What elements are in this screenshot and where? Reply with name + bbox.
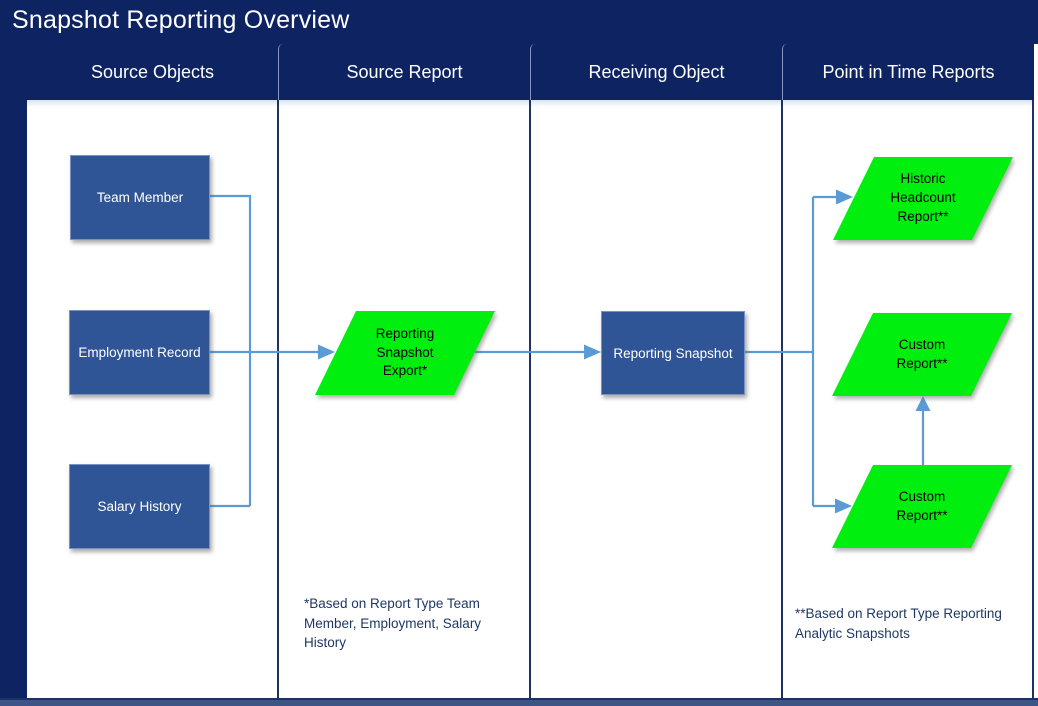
column-header-receiving-object: Receiving Object bbox=[530, 44, 782, 100]
node-label: Historic Headcount Report** bbox=[890, 171, 956, 224]
parallelogram-shape: Historic Headcount Report** bbox=[833, 157, 1013, 240]
title-band: Snapshot Reporting Overview bbox=[0, 0, 1038, 44]
bottom-frame-bar bbox=[0, 698, 1038, 706]
column-divider-1 bbox=[277, 100, 279, 698]
footnote-point-in-time: **Based on Report Type Reporting Analyti… bbox=[795, 606, 1002, 641]
page-title: Snapshot Reporting Overview bbox=[12, 6, 350, 34]
node-team-member: Team Member bbox=[70, 155, 210, 240]
parallelogram-shape: Custom Report** bbox=[832, 465, 1012, 548]
column-header-row: Source Objects Source Report Receiving O… bbox=[27, 44, 1034, 100]
parallelogram-shape: Custom Report** bbox=[832, 313, 1012, 396]
right-frame-border bbox=[1032, 100, 1034, 698]
node-label: Reporting Snapshot Export* bbox=[375, 325, 435, 379]
column-header-source-objects: Source Objects bbox=[90, 61, 215, 82]
node-label: Reporting Snapshot bbox=[613, 345, 733, 361]
node-salary-history: Salary History bbox=[69, 464, 210, 549]
column-header-source-report: Source Report bbox=[278, 44, 530, 100]
node-historic-headcount-report: Historic Headcount Report** bbox=[833, 157, 1013, 240]
node-label: Employment Record bbox=[78, 345, 201, 360]
node-custom-report-middle: Custom Report** bbox=[832, 313, 1012, 396]
node-reporting-snapshot-export: Reporting Snapshot Export* bbox=[315, 311, 495, 395]
node-custom-report-bottom: Custom Report** bbox=[832, 465, 1012, 548]
parallelogram-shape: Reporting Snapshot Export* bbox=[315, 311, 495, 395]
node-label: Custom Report** bbox=[896, 336, 948, 371]
node-label: Team Member bbox=[96, 190, 184, 205]
node-label: Salary History bbox=[97, 499, 182, 514]
column-divider-2 bbox=[529, 100, 531, 698]
node-employment-record: Employment Record bbox=[69, 310, 210, 395]
node-label: Custom Report** bbox=[896, 488, 948, 523]
column-header-point-in-time-reports: Point in Time Reports bbox=[782, 44, 1034, 100]
footnote-source-report: *Based on Report Type Team Member, Emplo… bbox=[304, 596, 482, 651]
left-frame-strip bbox=[0, 44, 27, 706]
column-divider-3 bbox=[781, 100, 783, 698]
node-reporting-snapshot: Reporting Snapshot bbox=[601, 311, 745, 395]
